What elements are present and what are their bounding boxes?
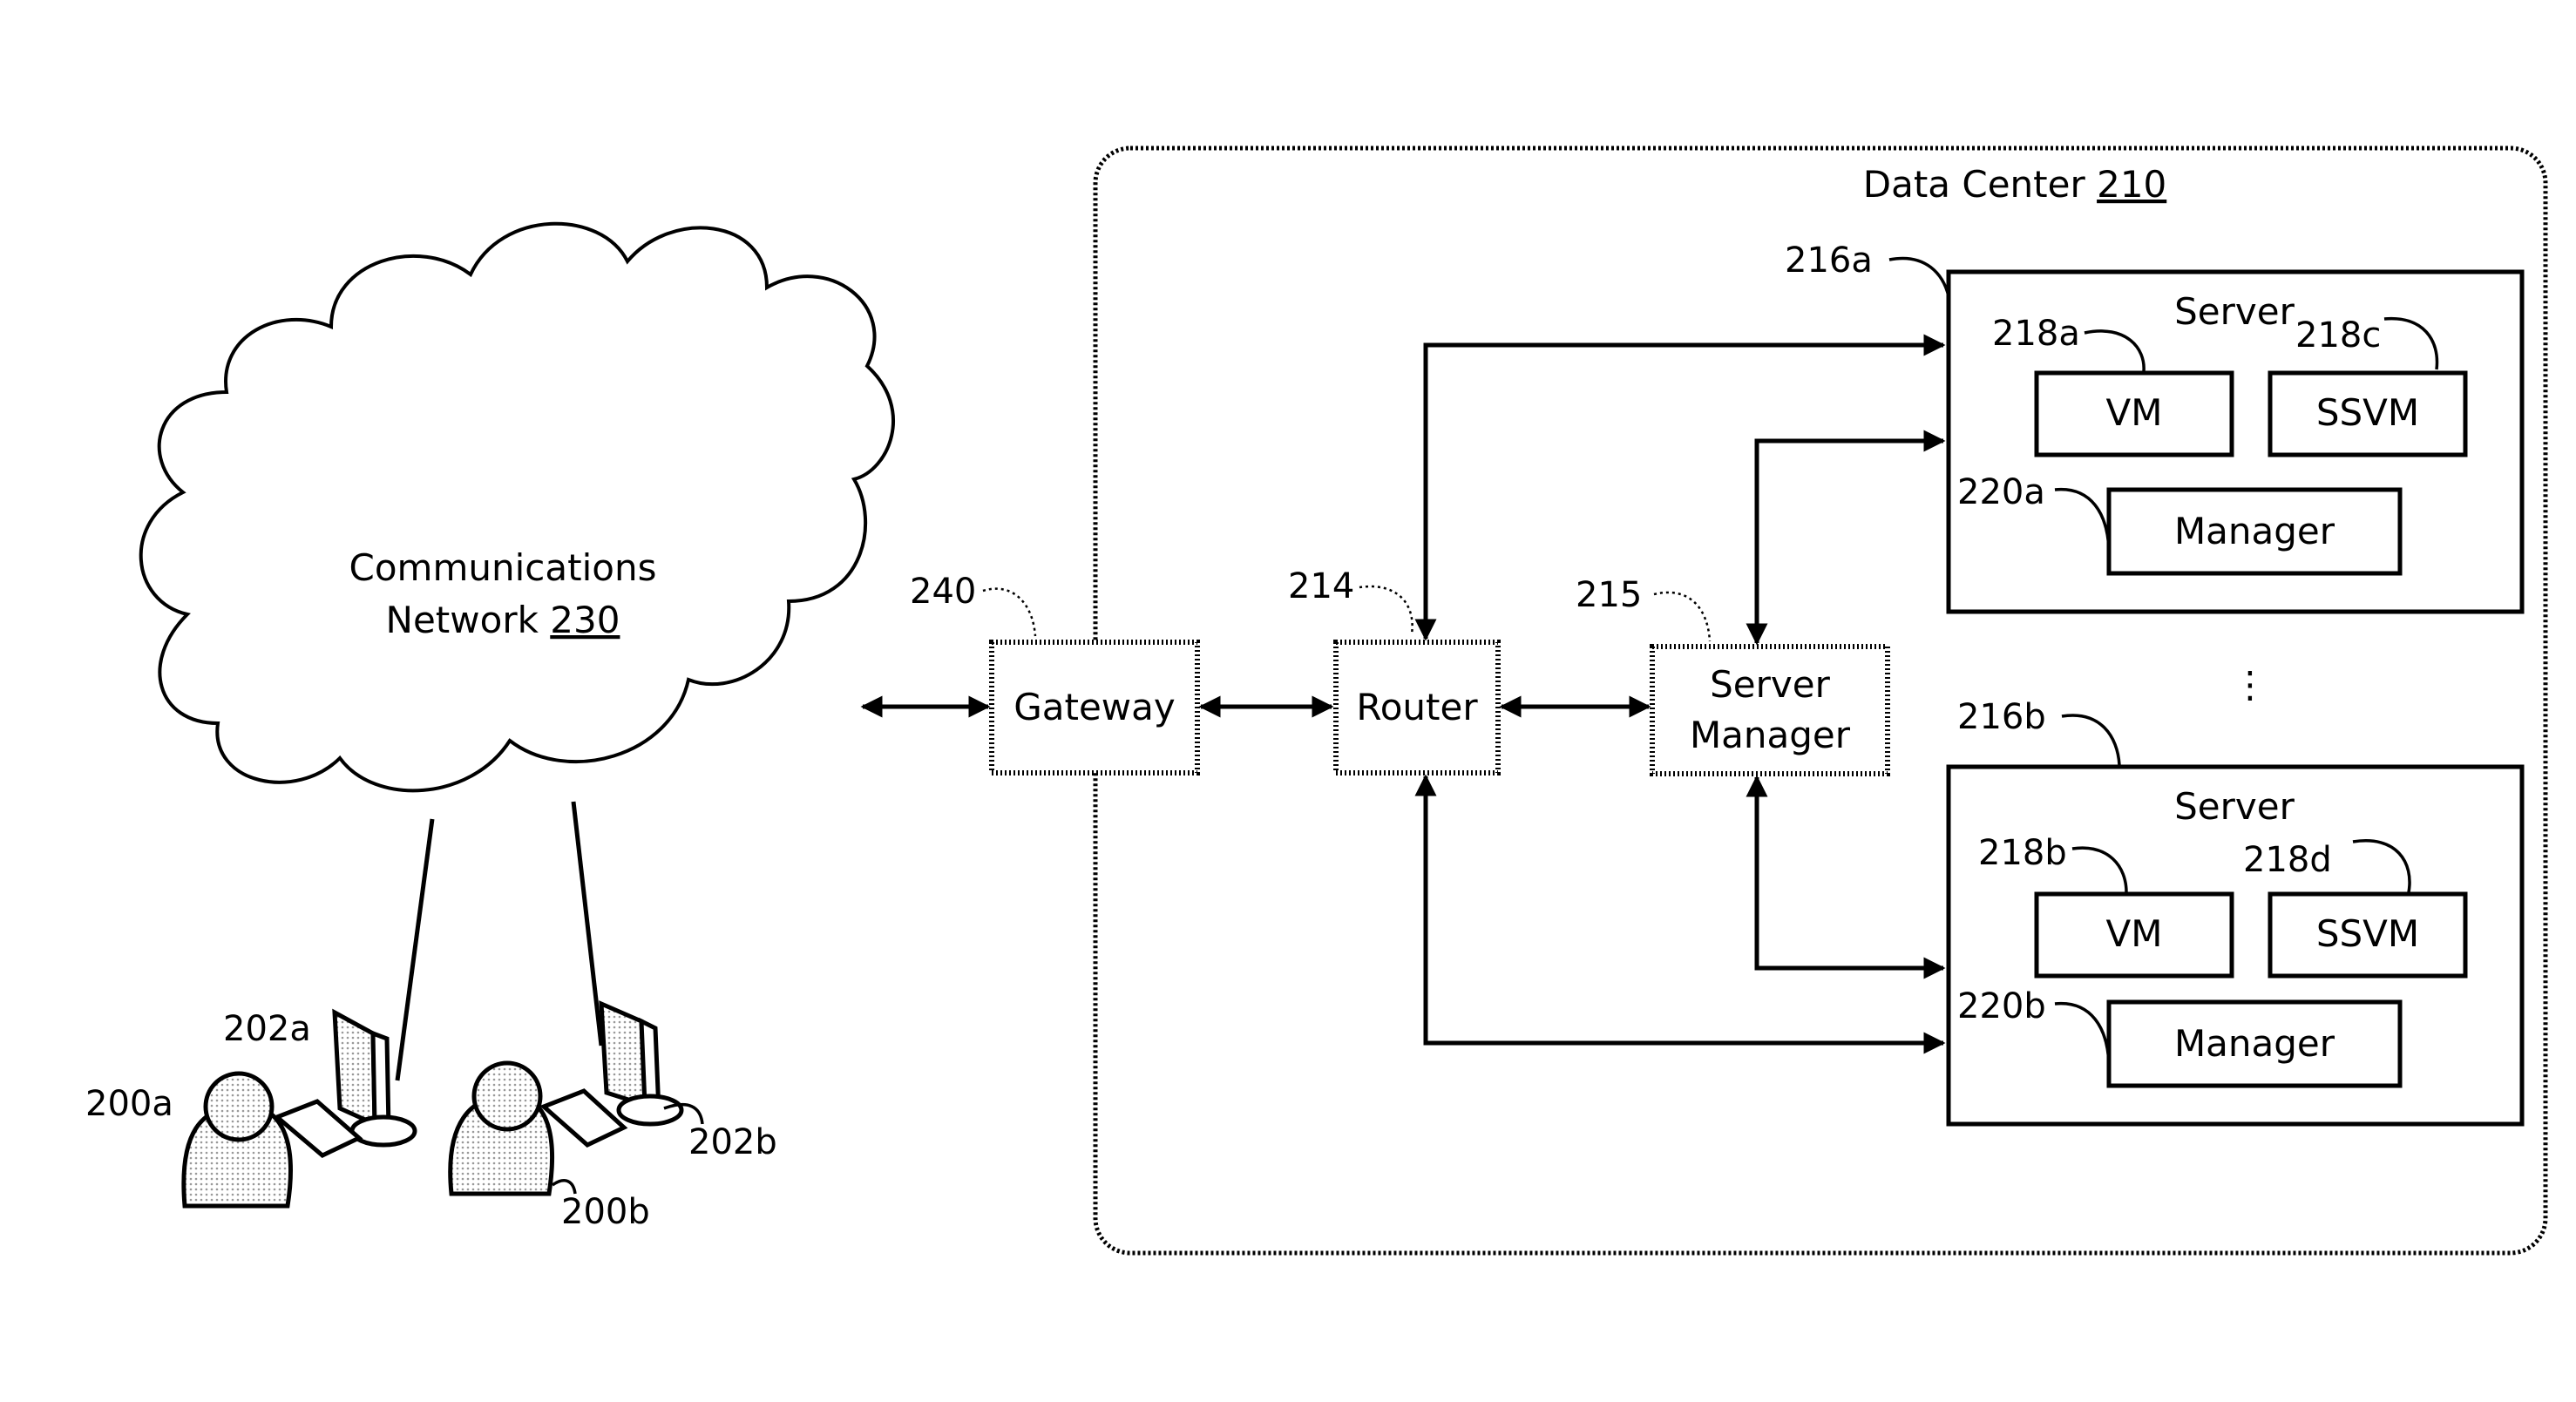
- server-b-manager-box: Manager: [2109, 1002, 2400, 1086]
- server-b-vm-ref: 218b: [1978, 833, 2067, 873]
- network-link-user-a: [397, 819, 432, 1080]
- server-manager-label-line1: Server: [1710, 663, 1830, 706]
- gateway-leader: [983, 589, 1035, 636]
- router-label: Router: [1356, 686, 1478, 728]
- server-a-title: Server: [2174, 290, 2295, 333]
- server-a-ssvm-ref: 218c: [2295, 315, 2381, 356]
- server-a-vm-ref: 218a: [1992, 314, 2080, 354]
- server-b-title: Server: [2174, 785, 2295, 828]
- server-a-vm-label: VM: [2106, 391, 2163, 434]
- cloud-label-line1: Communications: [349, 546, 657, 589]
- arrow-router-server-b: [1426, 776, 1943, 1043]
- data-center-title: Data Center 210: [1863, 163, 2167, 206]
- server-a-manager-box: Manager: [2109, 490, 2400, 573]
- user-a-icon: [184, 1074, 291, 1206]
- server-a-manager-ref: 220a: [1957, 472, 2045, 512]
- server-manager-ref: 215: [1576, 575, 1642, 615]
- network-link-user-b: [573, 802, 601, 1046]
- server-a-leader: [1889, 258, 1949, 296]
- gateway-box: Gateway: [992, 642, 1197, 773]
- server-a-ref: 216a: [1785, 240, 1873, 281]
- server-a-ssvm-label: SSVM: [2316, 391, 2419, 434]
- router-leader: [1359, 586, 1413, 634]
- more-servers-ellipsis: ⋮: [2232, 663, 2268, 706]
- computer-b-ref: 202b: [688, 1122, 777, 1162]
- user-b-ref: 200b: [561, 1192, 650, 1232]
- server-manager-box: Server Manager: [1652, 647, 1888, 774]
- server-manager-label-line2: Manager: [1690, 714, 1851, 756]
- router-ref: 214: [1288, 566, 1354, 606]
- server-b-manager-ref: 220b: [1957, 986, 2046, 1026]
- computer-a-ref: 202a: [223, 1009, 311, 1049]
- cloud-label-line2: Network 230: [386, 599, 620, 641]
- server-b-leader: [2062, 715, 2119, 765]
- server-b-ssvm-ref: 218d: [2243, 840, 2332, 880]
- server-b-vm-label: VM: [2106, 912, 2163, 955]
- server-a-vm-box: VM: [2037, 373, 2232, 455]
- communications-network-cloud: Communications Network 230: [141, 224, 893, 791]
- server-manager-leader: [1654, 593, 1710, 641]
- arrow-server-manager-server-a: [1757, 441, 1943, 643]
- computer-b-icon: [544, 1004, 702, 1145]
- gateway-ref: 240: [910, 572, 976, 612]
- server-a-manager-label: Manager: [2174, 510, 2335, 552]
- user-a-ref: 200a: [85, 1084, 173, 1124]
- user-b-icon: [451, 1063, 575, 1194]
- router-box: Router: [1336, 642, 1498, 773]
- server-b-manager-label: Manager: [2174, 1022, 2335, 1065]
- server-b-ref: 216b: [1957, 697, 2046, 737]
- arrow-server-manager-server-b: [1757, 777, 1943, 968]
- server-b-ssvm-label: SSVM: [2316, 912, 2419, 955]
- server-b-ssvm-box: SSVM: [2270, 894, 2465, 976]
- server-a-ssvm-box: SSVM: [2270, 373, 2465, 455]
- server-b: Server VM SSVM Manager: [1949, 767, 2522, 1124]
- server-b-vm-box: VM: [2037, 894, 2232, 976]
- gateway-label: Gateway: [1013, 686, 1176, 728]
